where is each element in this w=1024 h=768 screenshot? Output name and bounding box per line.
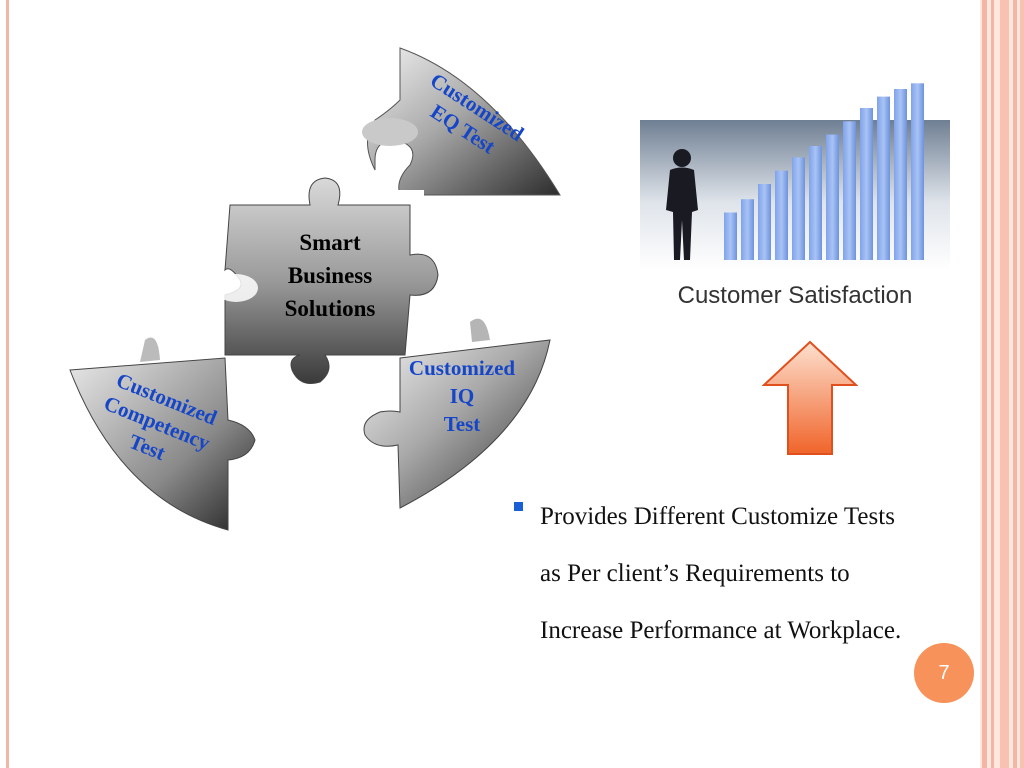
growth-bar xyxy=(877,96,890,260)
center-piece-label: Smart Business Solutions xyxy=(262,226,398,325)
bullet-line-1: Provides Different Customize Tests xyxy=(540,503,895,530)
page-number-badge: 7 xyxy=(914,643,974,703)
iq-test-label: Customized IQ Test xyxy=(392,354,532,438)
center-line-2: Business xyxy=(287,263,373,288)
bullet-text: Provides Different Customize Tests as Pe… xyxy=(540,488,984,659)
competency-test-piece xyxy=(69,357,256,531)
man-silhouette-icon xyxy=(666,149,698,260)
growth-bar xyxy=(894,89,907,260)
iq-line-3: Test xyxy=(443,412,481,436)
growth-bar xyxy=(741,199,754,260)
iq-line-2: IQ xyxy=(449,384,475,408)
iq-line-1: Customized xyxy=(408,356,516,380)
puzzle-graphic xyxy=(69,47,561,531)
growth-bar xyxy=(792,157,805,260)
bullet-line-2: as Per client’s Requirements to xyxy=(540,560,850,587)
growth-bar xyxy=(843,121,856,260)
growth-bar xyxy=(911,83,924,260)
growth-bar xyxy=(860,108,873,260)
growth-bar xyxy=(826,134,839,260)
up-arrow-icon xyxy=(762,340,858,455)
growth-bar xyxy=(724,212,737,260)
right-border-stripes xyxy=(980,0,1024,768)
iq-test-piece xyxy=(363,339,551,509)
center-line-1: Smart xyxy=(299,230,361,255)
bullet-point: Provides Different Customize Tests as Pe… xyxy=(514,488,984,659)
left-border-line xyxy=(6,0,9,768)
growth-bar xyxy=(809,146,822,260)
bullet-square-icon xyxy=(514,502,523,511)
growth-bar xyxy=(758,184,771,260)
photo-caption: Customer Satisfaction xyxy=(677,282,913,309)
customer-satisfaction-image: Customer Satisfaction xyxy=(640,70,950,320)
growth-bar xyxy=(775,170,788,260)
bullet-line-3: Increase Performance at Workplace. xyxy=(540,617,902,644)
bar-growth-graphic xyxy=(640,83,950,270)
center-line-3: Solutions xyxy=(284,296,376,321)
eq-test-piece xyxy=(367,47,561,196)
